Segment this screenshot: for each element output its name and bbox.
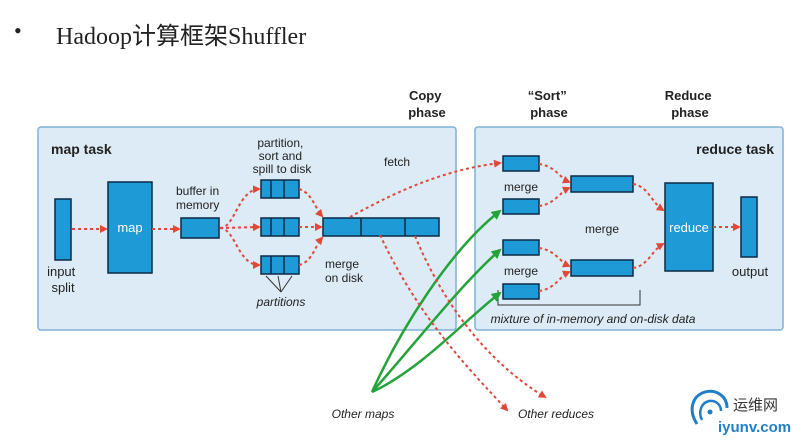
sort-phase-label: “Sort” phase: [528, 88, 571, 120]
buffer-block: [180, 217, 220, 239]
mixture-label: mixture of in-memory and on-disk data: [491, 312, 696, 326]
reduce-block: [664, 182, 714, 272]
reduce-label: reduce: [669, 220, 709, 235]
output-label: output: [732, 264, 769, 279]
spill-block-3: [260, 255, 300, 275]
wifi-logo-icon: [690, 389, 729, 425]
merge-top-label: merge: [504, 180, 538, 194]
spill-block-1: [260, 179, 300, 199]
copy-phase-label: Copy phase: [408, 88, 446, 120]
map-task-panel: [37, 126, 457, 331]
merged-disk-file: [322, 217, 440, 237]
other-maps-label: Other maps: [332, 407, 395, 421]
merge-bottom-label: merge: [504, 264, 538, 278]
watermark-cn: 运维网: [733, 396, 778, 414]
sort-block-top: [570, 175, 634, 193]
partition-sort-label: partition, sort and spill to disk: [253, 136, 313, 176]
copy-block-1: [502, 155, 540, 172]
other-reduces-label: Other reduces: [518, 407, 594, 421]
bullet: •: [14, 18, 22, 43]
watermark-url: iyunv.com: [718, 419, 791, 436]
watermark-logo: 运维网 iyunv.com: [690, 389, 791, 436]
buffer-label: buffer in memory: [176, 184, 223, 212]
copy-block-3: [502, 239, 540, 256]
reduce-task-panel: [474, 126, 784, 331]
input-split-block: [54, 198, 72, 261]
merge-right-label: merge: [585, 222, 619, 236]
map-block: [107, 181, 153, 274]
fetch-label: fetch: [384, 155, 410, 169]
reduce-task-title: reduce task: [696, 141, 774, 157]
partition-pointers: [265, 275, 293, 293]
copy-block-2: [502, 198, 540, 215]
sort-block-bottom: [570, 259, 634, 277]
copy-block-4: [502, 283, 540, 300]
map-task-title: map task: [51, 141, 112, 157]
partitions-label: partitions: [256, 295, 306, 309]
slide-title: Hadoop计算框架Shuffler: [56, 24, 307, 50]
output-block: [740, 196, 758, 258]
map-label: map: [117, 220, 142, 235]
reduce-phase-label: Reduce phase: [665, 88, 716, 120]
input-split-label: input split: [47, 264, 79, 295]
spill-block-2: [260, 217, 300, 237]
merge-on-disk-label: merge on disk: [325, 257, 364, 285]
